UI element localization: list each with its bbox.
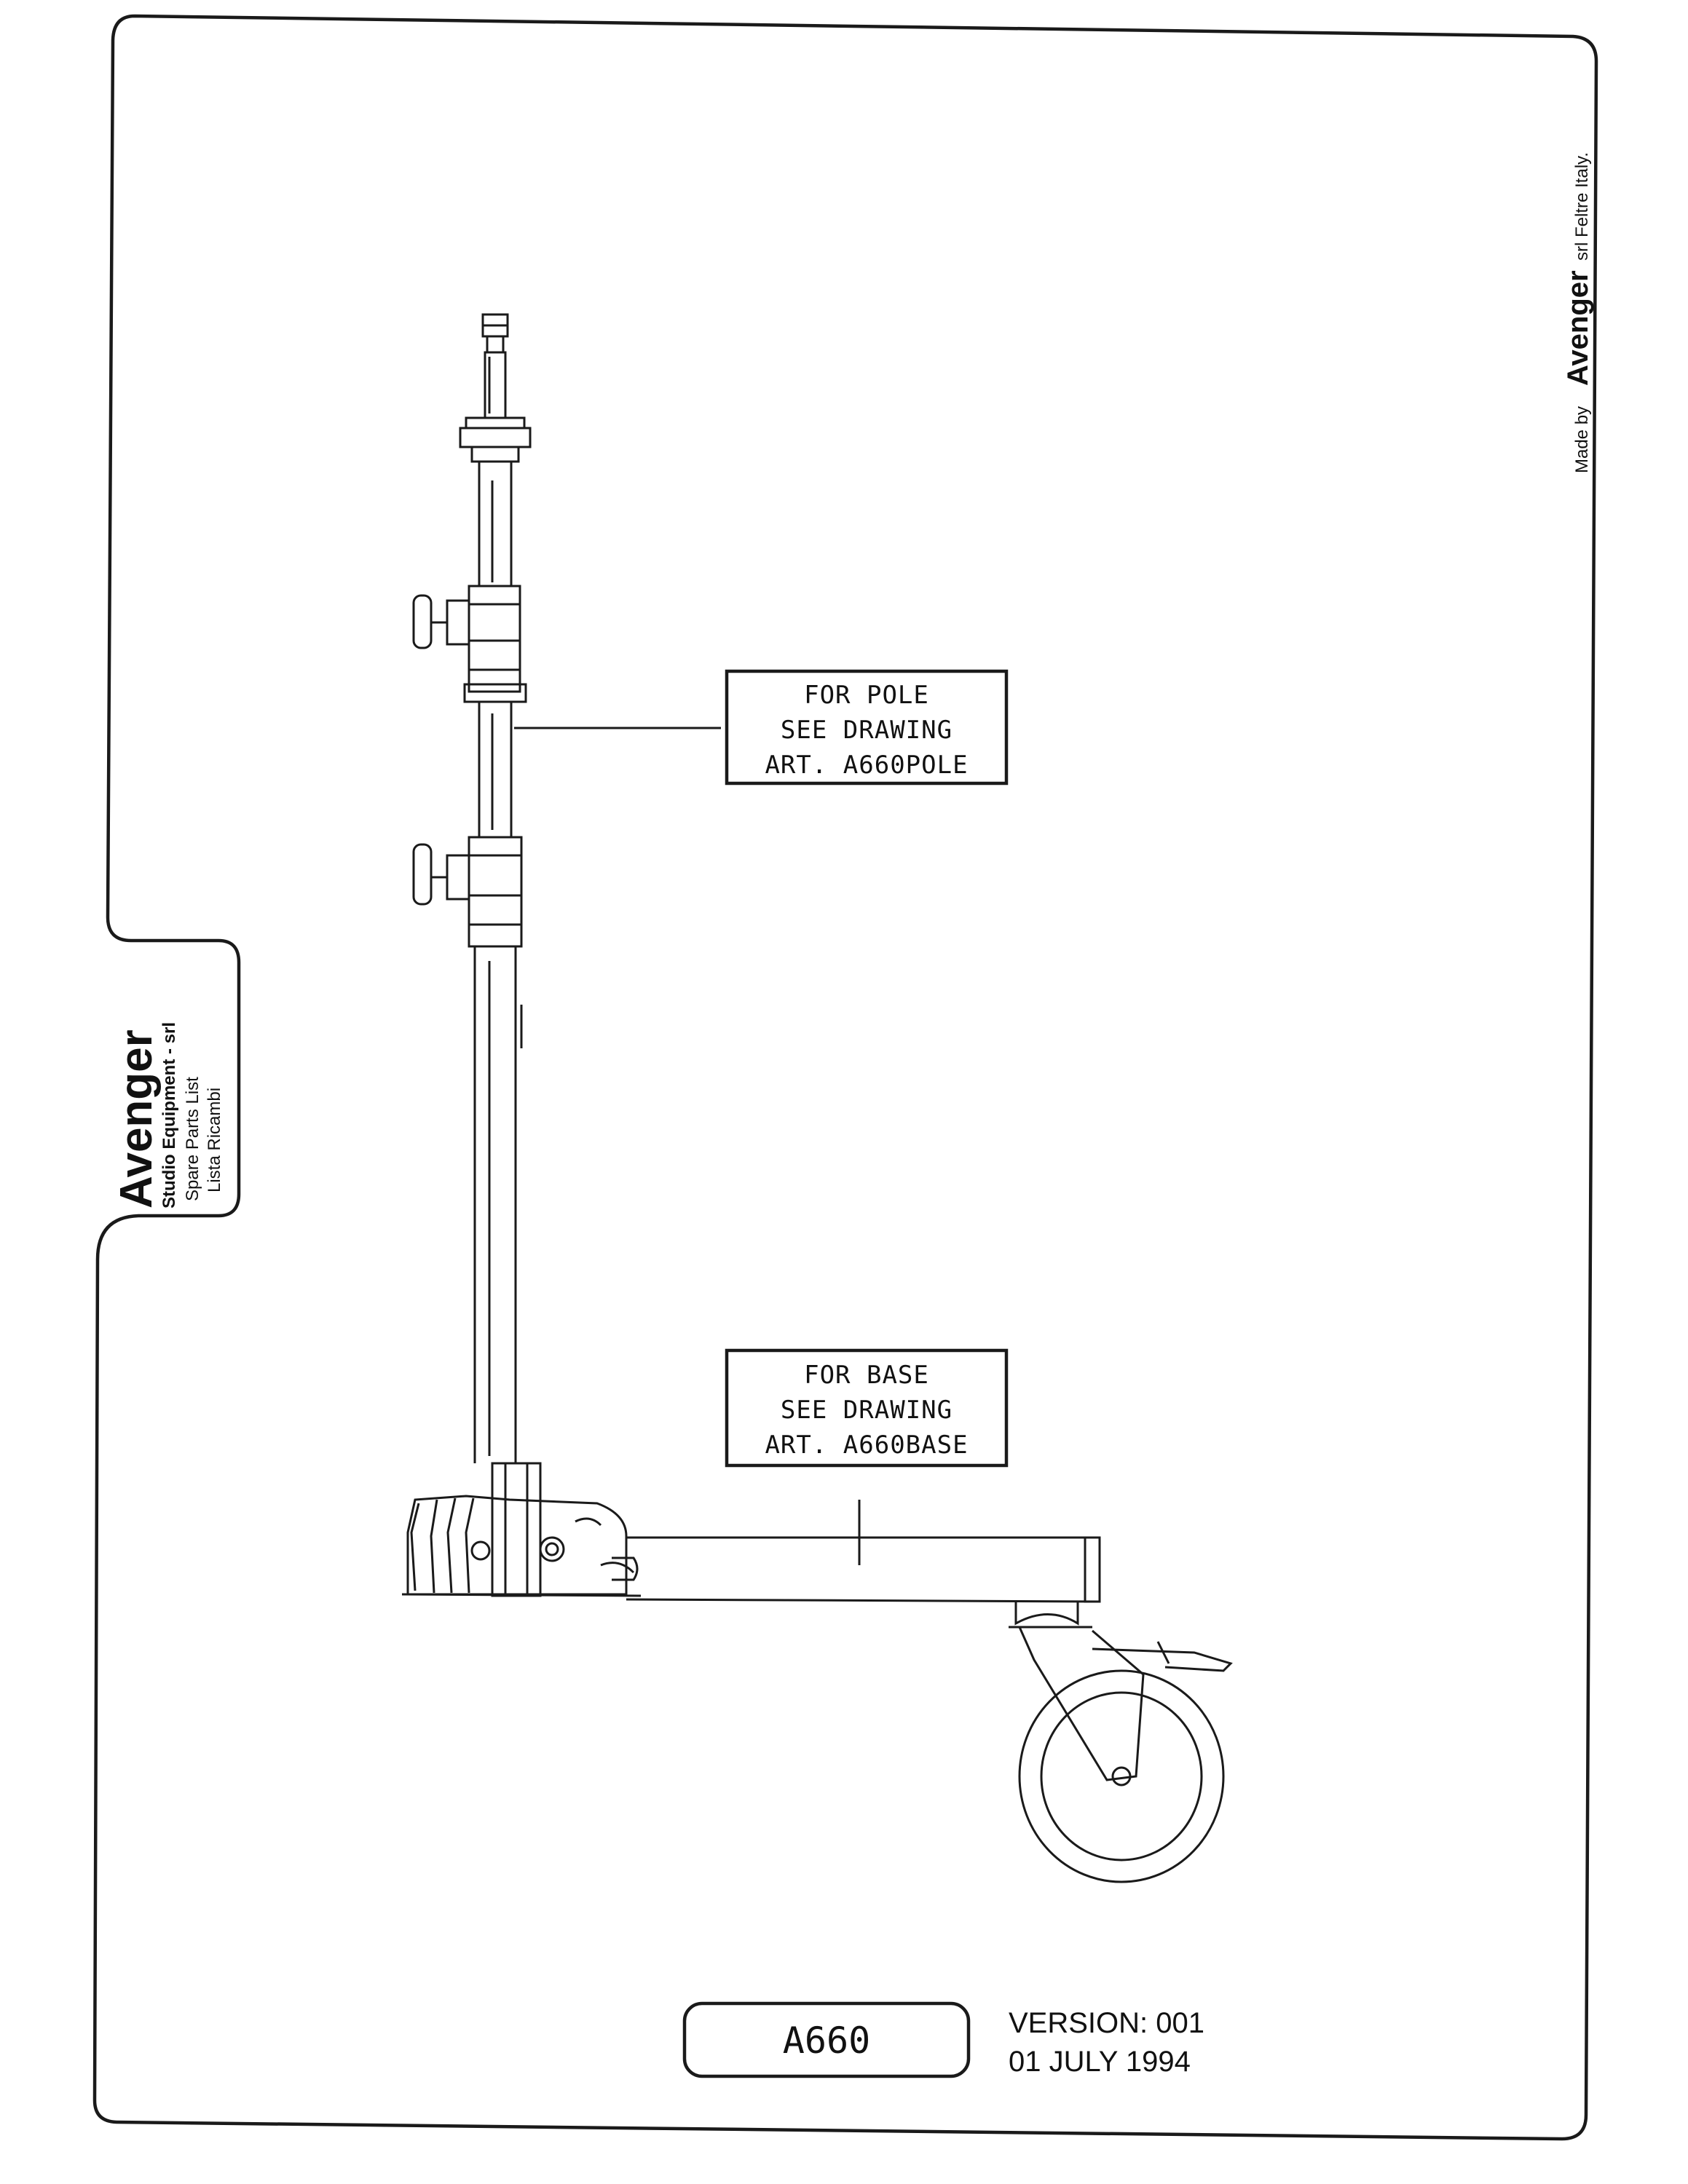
caster-wheel	[1009, 1602, 1233, 1883]
middle-clamp	[412, 836, 523, 948]
middle-pole	[478, 702, 721, 837]
made-by-label: Made by Avenger srl Feltre Italy.	[1562, 152, 1594, 473]
pole-callout-line2: SEE DRAWING	[781, 716, 953, 745]
pole-callout-line3: ART. A660POLE	[765, 751, 968, 780]
footer: A660 VERSION: 001 01 JULY 1994	[682, 2001, 1204, 2078]
base-hub	[401, 1462, 642, 1597]
model-number: A660	[783, 2019, 870, 2062]
top-spigot	[459, 313, 532, 463]
base-callout-line1: FOR BASE	[804, 1361, 929, 1390]
made-by-brand: Avenger	[1562, 270, 1594, 386]
base-callout: FOR BASE SEE DRAWING ART. A660BASE	[725, 1348, 1009, 1468]
upper-pole	[478, 462, 513, 586]
made-by-suffix: srl Feltre Italy.	[1572, 152, 1592, 261]
version-label: VERSION: 001	[1009, 2007, 1204, 2039]
side-tab-lista-ricambi: Lista Ricambi	[205, 1088, 224, 1192]
lower-pole	[473, 946, 523, 1463]
version-date: 01 JULY 1994	[1009, 2046, 1191, 2078]
page-frame	[92, 14, 1598, 2141]
pole-callout-line1: FOR POLE	[804, 681, 929, 710]
side-tab-brand: Avenger	[111, 1029, 162, 1208]
made-by-prefix: Made by	[1572, 406, 1592, 473]
side-tab-company: Studio Equipment - srl	[159, 1022, 179, 1208]
base-callout-line3: ART. A660BASE	[765, 1431, 968, 1460]
pole-callout: FOR POLE SEE DRAWING ART. A660POLE	[725, 669, 1009, 786]
side-tab-spare-parts: Spare Parts List	[183, 1077, 202, 1201]
base-leg	[612, 1500, 1101, 1603]
upper-clamp	[412, 585, 527, 703]
side-tab: Avenger Studio Equipment - srl Spare Par…	[111, 1022, 224, 1208]
base-callout-line2: SEE DRAWING	[781, 1396, 953, 1425]
stand-drawing: FOR POLE SEE DRAWING ART. A660POLE FOR B…	[401, 313, 1233, 1883]
model-box	[682, 2001, 971, 2078]
